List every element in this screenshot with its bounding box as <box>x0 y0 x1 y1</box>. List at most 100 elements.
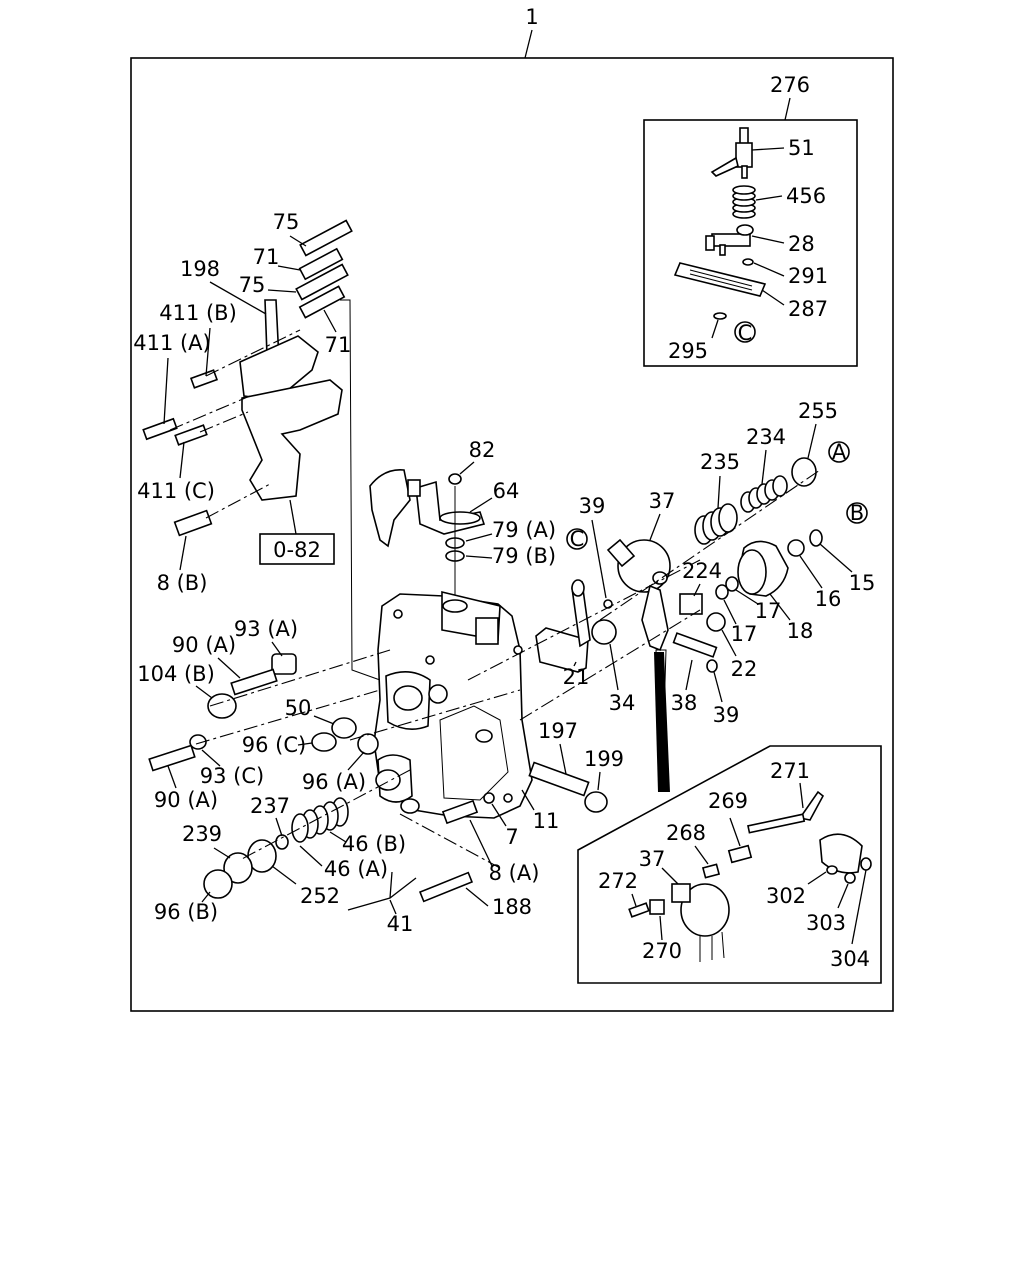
governor-housing <box>373 590 533 819</box>
label-271: 271 <box>770 759 810 783</box>
washer-part-17a <box>725 576 739 592</box>
pin-part-75b <box>295 263 349 301</box>
label-456: 456 <box>786 184 826 208</box>
bracket-part-21 <box>535 579 591 673</box>
label-239: 239 <box>182 822 222 846</box>
label-252: 252 <box>300 884 340 908</box>
washer-part-303 <box>844 872 856 884</box>
circle-ref-c <box>566 528 588 550</box>
main-ref-label: 1 <box>525 5 538 29</box>
circle-ref-b-label: B <box>850 501 864 525</box>
label-291: 291 <box>788 264 828 288</box>
nut-part-93c <box>189 734 207 750</box>
label-268: 268 <box>666 821 706 845</box>
circle-ref-a-label: A <box>832 440 847 464</box>
washer-part-7 <box>483 792 495 804</box>
label-41: 41 <box>387 912 414 936</box>
label-16: 16 <box>815 587 842 611</box>
spring-part-235 <box>694 503 738 545</box>
label-82: 82 <box>469 438 496 462</box>
washer-part-237 <box>275 834 289 850</box>
cap-part-255 <box>791 457 817 487</box>
label-38: 38 <box>671 691 698 715</box>
label-269: 269 <box>708 789 748 813</box>
bolt-part-8b <box>173 509 213 537</box>
ref-box-0-82-label: 0-82 <box>273 538 321 562</box>
label-75a: 75 <box>273 210 300 234</box>
cap-part-302 <box>819 833 863 875</box>
label-37: 37 <box>649 489 676 513</box>
label-287: 287 <box>788 297 828 321</box>
label-237: 237 <box>250 794 290 818</box>
label-104b: 104 (B) <box>137 662 215 686</box>
label-198: 198 <box>180 257 220 281</box>
label-302: 302 <box>766 884 806 908</box>
label-96c: 96 (C) <box>242 733 306 757</box>
plate-part-287 <box>673 262 767 297</box>
nut-part-50 <box>331 717 357 739</box>
label-15: 15 <box>849 571 876 595</box>
bolt-part-90a <box>230 668 278 696</box>
label-90a: 90 (A) <box>172 633 236 657</box>
label-96b: 96 (B) <box>154 900 218 924</box>
nut-part-224 <box>679 593 703 615</box>
label-272: 272 <box>598 869 638 893</box>
label-270: 270 <box>642 939 682 963</box>
label-7: 7 <box>505 825 518 849</box>
inset-top-frame <box>643 119 858 367</box>
label-90a-lower: 90 (A) <box>154 788 218 812</box>
label-303: 303 <box>806 911 846 935</box>
screw-part-272 <box>628 902 650 918</box>
lever-part-37 <box>606 538 671 652</box>
inset-bottom: 271 269 268 37 272 270 <box>577 745 882 984</box>
label-8b: 8 (B) <box>157 571 208 595</box>
governor-lever-part-64 <box>369 469 486 548</box>
inset-top-ref: 276 <box>770 73 810 97</box>
lever-part-28 <box>705 224 754 256</box>
clip-part-39b <box>706 659 718 673</box>
shaft-part-51 <box>710 127 753 179</box>
bracket-body <box>241 379 343 501</box>
bolt-part-411a <box>142 417 178 441</box>
lever-body-part-37-inset <box>671 883 730 962</box>
label-51: 51 <box>788 136 815 160</box>
nut-part-239 <box>223 852 253 884</box>
label-37-inset: 37 <box>639 847 666 871</box>
bolt-part-8a <box>441 799 479 825</box>
label-411a: 411 (A) <box>133 331 211 355</box>
leader-main-ref <box>524 29 533 59</box>
pin-part-38 <box>672 632 718 658</box>
label-411c: 411 (C) <box>137 479 215 503</box>
spring-part-71b <box>298 285 346 319</box>
spring-part-268 <box>701 863 721 879</box>
label-224: 224 <box>682 559 722 583</box>
spring-part-234 <box>740 475 788 513</box>
bracket-plate <box>239 335 319 401</box>
label-8a: 8 (A) <box>489 861 540 885</box>
label-64: 64 <box>493 479 520 503</box>
ring-part-15 <box>809 529 823 547</box>
right-centerlines <box>467 469 821 721</box>
label-197: 197 <box>538 719 578 743</box>
clip-part-39 <box>603 599 613 609</box>
bracket-41 <box>347 871 417 911</box>
bracket-centerlines <box>169 329 301 519</box>
label-295: 295 <box>668 339 708 363</box>
label-93a: 93 (A) <box>234 617 298 641</box>
nut-part-270 <box>649 899 665 915</box>
bushing-part-34 <box>591 619 617 645</box>
circle-ref-a <box>828 441 850 463</box>
clip-part-16 <box>787 539 805 557</box>
label-79b: 79 (B) <box>492 544 556 568</box>
label-188: 188 <box>492 895 532 919</box>
nut-part-82 <box>448 473 462 485</box>
nut-part-93a <box>271 653 297 675</box>
plug-part-199 <box>584 791 608 813</box>
stud-part-188 <box>418 871 474 903</box>
label-11: 11 <box>533 809 560 833</box>
label-34: 34 <box>609 691 636 715</box>
inset-bottom-frame <box>577 745 882 984</box>
label-75b: 75 <box>239 273 266 297</box>
rod-part-271 <box>747 790 825 834</box>
bracket-rail <box>340 299 381 681</box>
